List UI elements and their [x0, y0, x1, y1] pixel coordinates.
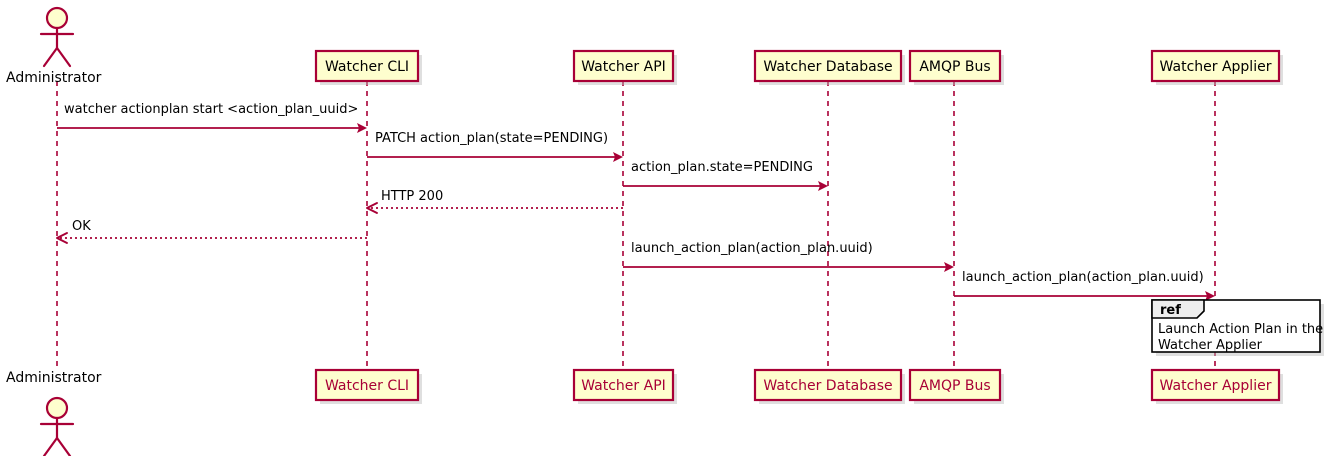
- participant-bottom-watcher-applier[interactable]: Watcher Applier: [1150, 368, 1283, 404]
- message-label: launch_action_plan(action_plan.uuid): [962, 270, 1204, 285]
- participant-box: [908, 368, 1002, 402]
- participant-top-watcher-database[interactable]: Watcher Database: [753, 49, 905, 85]
- actor-administrator: [39, 6, 75, 68]
- message-label: OK: [72, 219, 91, 234]
- participant-label: Watcher CLI: [325, 59, 409, 75]
- participant-label: Watcher API: [581, 378, 666, 394]
- ref-box[interactable]: [1151, 299, 1321, 353]
- messages-layer: watcher actionplan start <action_plan_uu…: [56, 102, 1215, 301]
- actor-label-bottom: Administrator: [6, 370, 102, 386]
- participant-label: Watcher Database: [763, 59, 892, 75]
- participant-bottom-watcher-cli[interactable]: Watcher CLI: [314, 368, 422, 404]
- message-label: HTTP 200: [381, 189, 443, 204]
- participant-bottom-watcher-api[interactable]: Watcher API: [572, 368, 677, 404]
- message-1: watcher actionplan start <action_plan_uu…: [57, 102, 367, 133]
- participant-box: [314, 49, 420, 83]
- message-label: launch_action_plan(action_plan.uuid): [631, 241, 873, 256]
- message-6: launch_action_plan(action_plan.uuid): [623, 241, 954, 272]
- message-5: OK: [56, 219, 367, 244]
- message-arrowhead: [818, 181, 828, 191]
- participant-label: Watcher CLI: [325, 378, 409, 394]
- participant-top-watcher-cli[interactable]: Watcher CLI: [314, 49, 422, 85]
- participant-label: AMQP Bus: [919, 378, 990, 394]
- message-3: action_plan.state=PENDING: [623, 160, 828, 191]
- participant-bottom-watcher-database[interactable]: Watcher Database: [753, 368, 905, 404]
- actor-leg-left: [42, 436, 59, 456]
- actor-label-top: Administrator: [6, 70, 102, 86]
- participant-label: Watcher Applier: [1160, 378, 1272, 394]
- participant-top-amqp-bus[interactable]: AMQP Bus: [908, 49, 1004, 85]
- participant-top-watcher-applier[interactable]: Watcher Applier: [1150, 49, 1283, 85]
- actor-head-icon: [45, 396, 69, 420]
- actor-head-icon: [45, 6, 69, 30]
- ref-tab: [1151, 299, 1205, 319]
- ref-tab-label: ref: [1160, 303, 1181, 318]
- actor-leg-right: [55, 46, 72, 68]
- message-2: PATCH action_plan(state=PENDING): [367, 131, 623, 162]
- participant-label: Watcher API: [581, 59, 666, 75]
- participant-top-watcher-api[interactable]: Watcher API: [572, 49, 677, 85]
- participant-box: [572, 368, 675, 402]
- participant-label: Watcher Applier: [1160, 59, 1272, 75]
- message-label: PATCH action_plan(state=PENDING): [375, 131, 608, 146]
- message-arrowhead-open: [56, 232, 68, 244]
- message-arrowhead: [613, 152, 623, 162]
- actor-leg-left: [42, 46, 59, 68]
- message-label: watcher actionplan start <action_plan_uu…: [64, 102, 358, 117]
- actor-administrator: [39, 396, 75, 456]
- participant-box: [572, 49, 675, 83]
- actor-leg-right: [55, 436, 72, 456]
- message-label: action_plan.state=PENDING: [631, 160, 813, 175]
- participant-label: Watcher Database: [763, 378, 892, 394]
- message-4: HTTP 200: [366, 189, 623, 214]
- participant-bottom-amqp-bus[interactable]: AMQP Bus: [908, 368, 1004, 404]
- message-arrowhead: [944, 262, 954, 272]
- message-arrowhead-open: [366, 202, 378, 214]
- participant-box: [1150, 49, 1281, 83]
- message-arrowhead: [357, 123, 367, 133]
- ref-body-line: Watcher Applier: [1158, 338, 1263, 353]
- lifelines-layer: [56, 81, 1216, 370]
- participant-box: [1150, 368, 1281, 402]
- message-arrowhead: [1205, 291, 1215, 301]
- participant-box: [314, 368, 420, 402]
- participant-box: [908, 49, 1002, 83]
- ref-body-line: Launch Action Plan in the: [1158, 322, 1323, 337]
- message-7: launch_action_plan(action_plan.uuid): [954, 270, 1215, 301]
- participant-label: AMQP Bus: [919, 59, 990, 75]
- participant-box: [753, 49, 903, 83]
- participant-box: [753, 368, 903, 402]
